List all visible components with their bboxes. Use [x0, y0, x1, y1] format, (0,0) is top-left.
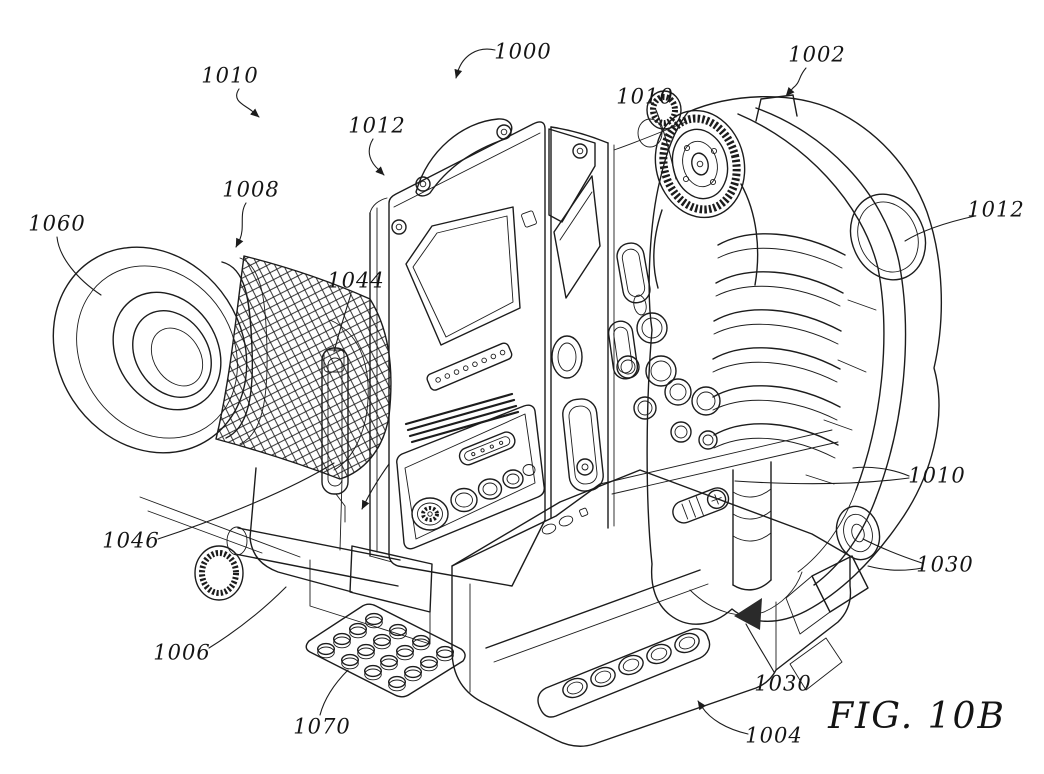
right-face-controls: [607, 242, 721, 450]
grip-mount-tab: [755, 94, 798, 122]
leader-1046: [157, 462, 335, 540]
eyecup: [52, 246, 248, 454]
bottom-hole-strip: [537, 628, 711, 718]
bottom-module: [305, 429, 852, 748]
ref-label-1044: 1044: [327, 269, 384, 293]
leader-1012-left: [368, 138, 385, 176]
side-door-edge: [369, 197, 393, 563]
leader-1000: [454, 48, 496, 79]
support-rods: [139, 496, 301, 558]
viewfinder-mount-arm: [226, 467, 433, 645]
grip-bottom-wedge1: [811, 555, 869, 613]
apex-bracket: [548, 128, 601, 299]
round-connector-2: [450, 487, 478, 513]
leader-1012-right: [904, 215, 976, 242]
side-port-oval: [551, 335, 583, 379]
leader-1004: [697, 700, 749, 735]
platform-edge3: [611, 441, 839, 495]
dsub-connector: [458, 431, 516, 466]
side-latch: [562, 398, 604, 492]
figure-caption: FIG. 10B: [827, 696, 1006, 737]
ref-label-1010-top-left: 1010: [201, 64, 258, 88]
thumb-knob: [194, 545, 244, 601]
module-foot: [789, 637, 843, 691]
leader-1002: [785, 67, 807, 97]
leader-1006: [208, 586, 287, 649]
front-face-outline: [388, 121, 546, 587]
io-connector-panel: [396, 404, 545, 550]
leader-1030-right-1: [867, 565, 923, 571]
ref-label-1070: 1070: [293, 715, 350, 739]
ref-label-1002: 1002: [788, 43, 845, 67]
top-right-slope: [550, 126, 609, 144]
ref-label-1030-right: 1030: [916, 553, 973, 577]
leader-1010-right: [852, 466, 910, 477]
ref-label-1000: 1000: [494, 40, 551, 64]
ref-label-1012-left: 1012: [348, 114, 405, 138]
ref-label-1010-right: 1010: [908, 464, 965, 488]
vent-stripes: [404, 392, 520, 444]
face-screw: [391, 219, 407, 235]
leader-1008: [235, 202, 247, 248]
ref-label-1046: 1046: [102, 529, 159, 553]
platform-edge2: [599, 429, 833, 485]
leader-1046-1: [361, 463, 390, 510]
grip-outline: [646, 95, 943, 625]
leader-1030-bottom: [745, 623, 775, 673]
ref-label-1010-top-mid: 1010: [616, 85, 673, 109]
button-cluster: [616, 312, 721, 450]
ref-label-1060: 1060: [28, 212, 85, 236]
leader-1030-right: [862, 538, 923, 564]
grip-pad-1012: [849, 193, 927, 281]
leader-1070: [319, 669, 349, 716]
ref-label-1004: 1004: [745, 724, 802, 748]
leader-1010-top-left: [236, 88, 260, 118]
grip-lower-arc2: [763, 571, 803, 613]
grip-port-1030: [835, 505, 881, 561]
ref-label-1030-bottom: 1030: [754, 672, 811, 696]
top-edge-inner: [393, 132, 541, 208]
reference-labels-layer: 1010 1000 1002 1010 1012 1012 1008 1060 1044 1046…: [28, 40, 1024, 748]
module-outline: [451, 469, 852, 748]
leader-1060: [56, 236, 102, 296]
round-connector-3: [477, 478, 503, 500]
round-connector-4: [502, 469, 524, 489]
camera-body: [369, 118, 721, 587]
finger-ribs: [712, 233, 846, 459]
pogo-connector-row: [426, 342, 513, 391]
ref-label-1008: 1008: [222, 178, 279, 202]
top-handle-loop: [415, 118, 513, 197]
bottom-vents: [541, 507, 589, 535]
lock-slot: [672, 487, 730, 524]
ref-label-1012-right: 1012: [967, 198, 1024, 222]
grip-bottom-wedge2: [785, 575, 831, 635]
ref-label-1006: 1006: [153, 641, 210, 665]
leader-1044: [333, 293, 352, 353]
grip-column: [732, 461, 772, 591]
module-rail1: [485, 569, 701, 649]
media-door-cutout: [405, 206, 537, 346]
platform-edge1: [451, 483, 601, 567]
leader-1010-right-1: [734, 477, 910, 485]
round-connector-5: [522, 464, 536, 476]
leader-1010-top-mid: [655, 109, 677, 180]
module-rail2: [493, 583, 709, 663]
dovetail-wedge: [734, 598, 762, 630]
evf-mount-dial: [637, 90, 759, 289]
expander-plate-1070: [305, 603, 466, 698]
side-handle-grip: [646, 94, 943, 635]
round-connector-large: [411, 497, 449, 531]
hand-strap: [737, 107, 907, 586]
